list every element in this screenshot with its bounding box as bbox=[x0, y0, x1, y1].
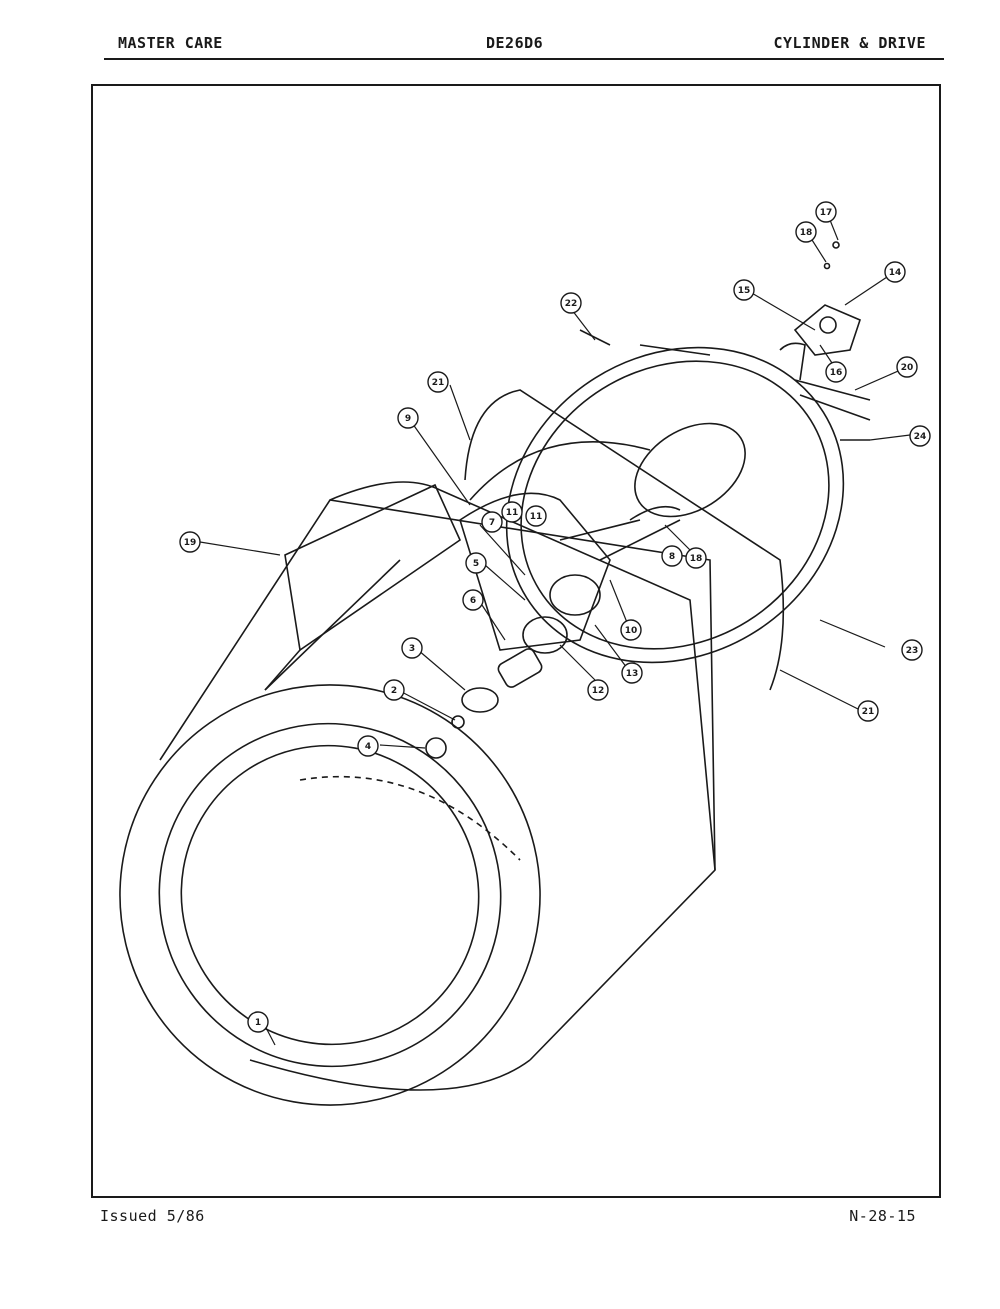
callout-label: 24 bbox=[914, 432, 927, 442]
callout-circle bbox=[401, 637, 423, 659]
callout-label: 10 bbox=[625, 626, 638, 636]
callout-label: 22 bbox=[565, 299, 578, 309]
callout-label: 15 bbox=[738, 286, 751, 296]
callout-label: 3 bbox=[409, 644, 415, 654]
callout-19: 19 bbox=[179, 531, 201, 553]
callout-circle bbox=[247, 1011, 269, 1033]
callout-circle bbox=[825, 361, 847, 383]
callout-18: 18 bbox=[685, 547, 707, 569]
callout-21: 21 bbox=[427, 371, 449, 393]
callout-3: 3 bbox=[401, 637, 423, 659]
callout-18: 18 bbox=[795, 221, 817, 243]
callout-label: 5 bbox=[473, 559, 479, 569]
callout-label: 4 bbox=[365, 742, 371, 752]
diagram-frame bbox=[91, 84, 941, 1198]
callout-16: 16 bbox=[825, 361, 847, 383]
callout-label: 19 bbox=[184, 538, 197, 548]
callout-circle bbox=[857, 700, 879, 722]
callout-20: 20 bbox=[896, 356, 918, 378]
callout-circle bbox=[383, 679, 405, 701]
header-model-number: DE26D6 bbox=[486, 34, 544, 52]
callout-label: 16 bbox=[830, 368, 843, 378]
callout-label: 21 bbox=[432, 378, 445, 388]
callout-21: 21 bbox=[857, 700, 879, 722]
callout-label: 7 bbox=[489, 518, 495, 528]
callout-label: 6 bbox=[470, 596, 476, 606]
callout-circle bbox=[462, 589, 484, 611]
callout-label: 8 bbox=[669, 552, 675, 562]
callout-circle bbox=[685, 547, 707, 569]
callout-23: 23 bbox=[901, 639, 923, 661]
callout-circle bbox=[621, 662, 643, 684]
callout-circle bbox=[620, 619, 642, 641]
callout-leaders bbox=[199, 214, 911, 1046]
callout-2: 2 bbox=[383, 679, 405, 701]
callout-label: 18 bbox=[800, 228, 813, 238]
callout-24: 24 bbox=[909, 425, 931, 447]
callout-15: 15 bbox=[733, 279, 755, 301]
callout-label: 17 bbox=[820, 208, 833, 218]
callout-circle bbox=[884, 261, 906, 283]
callout-label: 20 bbox=[901, 363, 914, 373]
callout-8: 8 bbox=[661, 545, 683, 567]
callout-circle bbox=[661, 545, 683, 567]
callout-group: 1234567891011121314151617181920212122232… bbox=[179, 201, 931, 1033]
callout-circle bbox=[815, 201, 837, 223]
drum-baffle bbox=[264, 483, 462, 691]
callout-circle bbox=[560, 292, 582, 314]
callout-9: 9 bbox=[397, 407, 419, 429]
callout-circle bbox=[397, 407, 419, 429]
callout-12: 12 bbox=[587, 679, 609, 701]
header-rule bbox=[104, 58, 944, 60]
callout-circle bbox=[481, 511, 503, 533]
mounting-screws bbox=[579, 241, 840, 356]
callout-label: 9 bbox=[405, 414, 411, 424]
callout-label: 23 bbox=[906, 646, 919, 656]
callout-label: 11 bbox=[506, 508, 519, 518]
callout-14: 14 bbox=[884, 261, 906, 283]
spider-and-shaft bbox=[425, 492, 681, 759]
callout-circle bbox=[465, 552, 487, 574]
callout-circle bbox=[896, 356, 918, 378]
callout-circle bbox=[909, 425, 931, 447]
callout-circle bbox=[901, 639, 923, 661]
header-brand: MASTER CARE bbox=[118, 34, 223, 52]
callout-label: 13 bbox=[626, 669, 639, 679]
callout-circle bbox=[733, 279, 755, 301]
callout-13: 13 bbox=[621, 662, 643, 684]
callout-circle bbox=[427, 371, 449, 393]
rear-bulkhead bbox=[505, 346, 845, 664]
callout-circle bbox=[357, 735, 379, 757]
header-section-title: CYLINDER & DRIVE bbox=[773, 34, 926, 52]
callout-circle bbox=[587, 679, 609, 701]
callout-label: 11 bbox=[530, 512, 543, 522]
callout-22: 22 bbox=[560, 292, 582, 314]
callout-4: 4 bbox=[357, 735, 379, 757]
callout-10: 10 bbox=[620, 619, 642, 641]
callout-11: 11 bbox=[525, 505, 547, 527]
callout-17: 17 bbox=[815, 201, 837, 223]
idler-pulley-assembly bbox=[779, 304, 871, 441]
callout-5: 5 bbox=[465, 552, 487, 574]
callout-label: 2 bbox=[391, 686, 397, 696]
callout-circle bbox=[795, 221, 817, 243]
callout-circle bbox=[525, 505, 547, 527]
callout-1: 1 bbox=[247, 1011, 269, 1033]
callout-7: 7 bbox=[481, 511, 503, 533]
callout-label: 21 bbox=[862, 707, 875, 717]
callout-11: 11 bbox=[501, 501, 523, 523]
footer-issue-date: Issued 5/86 bbox=[100, 1207, 205, 1225]
drive-belt bbox=[464, 389, 785, 691]
callout-label: 12 bbox=[592, 686, 605, 696]
callout-circle bbox=[179, 531, 201, 553]
callout-label: 18 bbox=[690, 554, 703, 564]
footer-page-code: N-28-15 bbox=[849, 1207, 916, 1225]
callout-label: 14 bbox=[889, 268, 902, 278]
callout-label: 1 bbox=[255, 1018, 261, 1028]
callout-6: 6 bbox=[462, 589, 484, 611]
callout-circle bbox=[501, 501, 523, 523]
